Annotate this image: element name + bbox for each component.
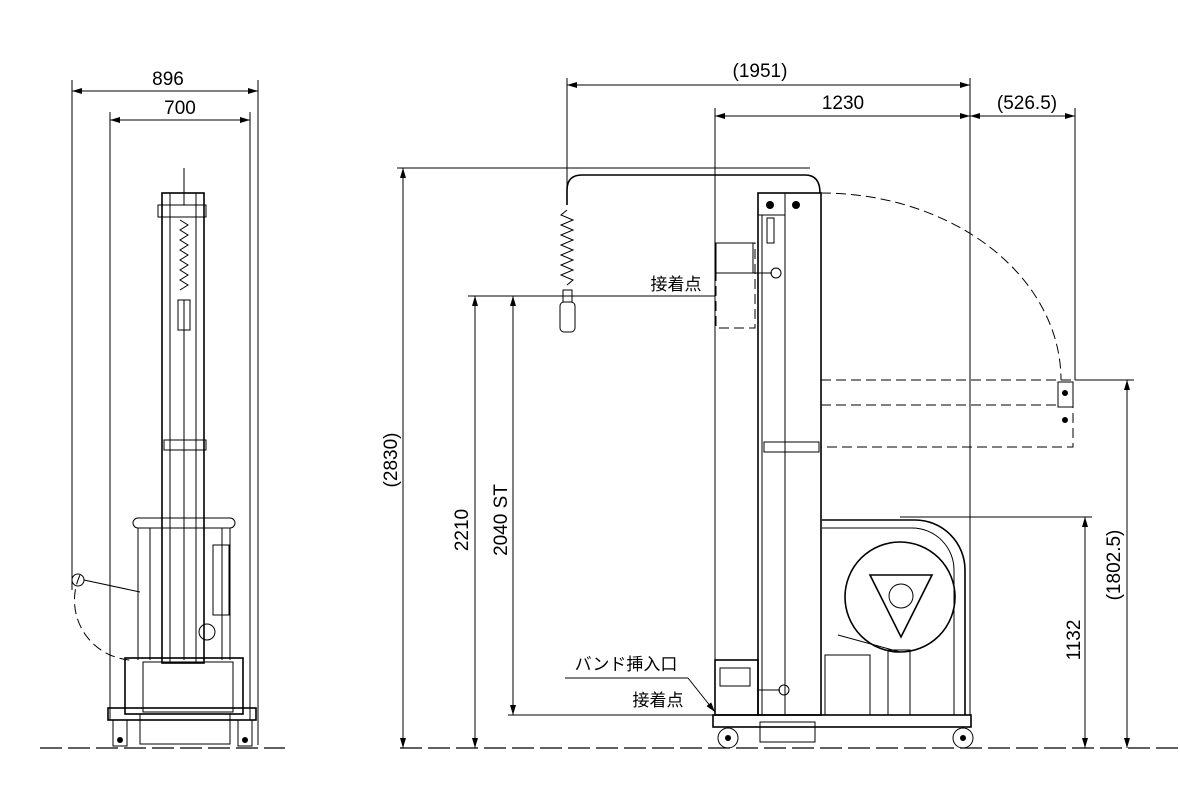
- dimension-label-526-5: (526.5): [997, 93, 1057, 114]
- dimension-label-700: 700: [164, 98, 196, 119]
- label-adhesion-point-top: 接着点: [651, 275, 702, 295]
- side-view: (1951) 1230 (526.5) (2830) 2210 2040 ST: [381, 61, 1134, 749]
- hose-applicator: [559, 174, 821, 333]
- side-base: [712, 659, 974, 749]
- front-frame: [71, 517, 257, 747]
- label-band-insert: バンド挿入口: [575, 655, 678, 675]
- dimension-adhesion-height: 2210: [452, 295, 715, 748]
- dimension-arm-height: (1802.5): [1075, 379, 1134, 748]
- dimension-label-1951: (1951): [733, 61, 788, 82]
- dimension-overall-length: (1951): [566, 61, 971, 715]
- coil-unit: [822, 519, 966, 716]
- dimension-stroke: 2040 ST: [491, 296, 715, 716]
- dimension-body-length: 1230: [714, 93, 970, 715]
- dimension-label-1802-5: (1802.5): [1104, 530, 1125, 601]
- dimension-arm-overhang: (526.5): [970, 93, 1076, 380]
- front-view: 896 700: [71, 69, 259, 747]
- dimension-inner-width: 700: [109, 98, 251, 720]
- label-adhesion-point-bottom: 接着点: [633, 691, 684, 711]
- dimension-label-896: 896: [152, 69, 184, 90]
- side-mast: [715, 192, 822, 716]
- dimension-label-2210: 2210: [452, 509, 473, 551]
- swing-arm: [820, 192, 1074, 448]
- dimension-label-1132: 1132: [1064, 620, 1085, 661]
- front-mast: [157, 168, 207, 664]
- dimension-coil-height: 1132: [900, 516, 1092, 748]
- dimension-overall-height: (2830): [381, 167, 810, 748]
- dimension-label-2830: (2830): [381, 433, 402, 488]
- leader-arrow: [687, 677, 716, 713]
- dimension-overall-width: 896: [71, 69, 259, 745]
- dimension-label-1230: 1230: [822, 93, 864, 114]
- dimension-label-2040-st: 2040 ST: [491, 484, 512, 556]
